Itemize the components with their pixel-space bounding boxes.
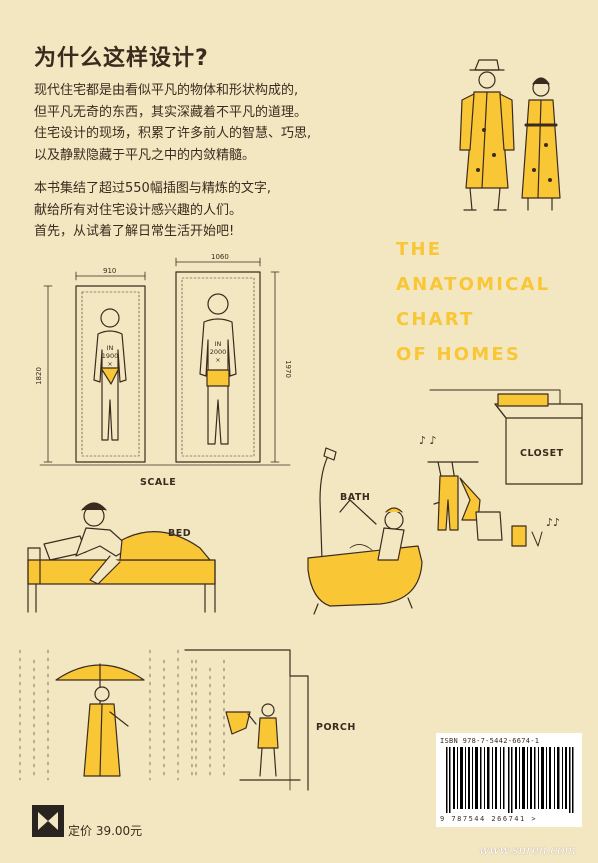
kimono-couple-illustration: [459, 59, 561, 211]
english-title: THE ANATOMICAL CHART OF HOMES: [396, 232, 550, 372]
umbrella-rain-illustration: [19, 649, 193, 781]
publisher-logo-icon: [32, 805, 64, 837]
heading: 为什么这样设计?: [34, 46, 209, 71]
scale-illustration: [39, 257, 291, 466]
paragraph-line: 以及静默隐藏于平凡之中的内敛精髓。: [34, 147, 256, 163]
barcode-icon: [446, 747, 574, 813]
height-label-left: 1820: [34, 367, 43, 385]
paragraph-line: 住宅设计的现场，积累了许多前人的智慧、巧思,: [34, 126, 312, 141]
figure-label-right: IN 2000 ×: [209, 340, 227, 364]
barcode-digits: 9 787544 266741 >: [440, 815, 538, 823]
scale-label: SCALE: [140, 477, 177, 488]
intro-paragraph-1: 现代住宅都是由看似平凡的物体和形状构成的, 但平凡无奇的东西，其实深藏着不平凡的…: [34, 80, 311, 166]
paragraph-line: 本书集结了超过550幅插图与精炼的文字,: [34, 181, 271, 196]
paragraph-line: 但平凡无奇的东西，其实深藏着不平凡的道理。: [34, 104, 308, 120]
closet-label: CLOSET: [520, 448, 564, 459]
title-line: ANATOMICAL: [396, 274, 551, 295]
price: 定价 39.00元: [68, 824, 143, 838]
bath-label: BATH: [340, 492, 371, 503]
title-line: OF HOMES: [396, 344, 522, 365]
figure-label-left: IN 1900 ×: [101, 344, 119, 368]
title-line: CHART: [396, 309, 475, 330]
isbn-text: ISBN 978-7-5442-6674-1: [440, 737, 540, 745]
intro-paragraph-2: 本书集结了超过550幅插图与精炼的文字, 献给所有对住宅设计感兴趣的人们。 首先…: [34, 178, 271, 243]
bed-label: BED: [168, 528, 192, 539]
svg-text:♪ ♪: ♪ ♪: [419, 434, 437, 447]
porch-illustration: [184, 649, 309, 791]
bed-illustration: [27, 502, 216, 613]
height-label-right: 1970: [283, 360, 292, 378]
width-label-left: 910: [103, 267, 117, 275]
closet-illustration: ♪ ♪ ♪♪: [419, 389, 583, 547]
bath-illustration: [307, 447, 423, 615]
watermark: www.snren.com: [479, 843, 576, 857]
porch-label: PORCH: [316, 722, 356, 733]
title-line: THE: [396, 239, 443, 260]
paragraph-line: 首先，从试着了解日常生活开始吧!: [34, 224, 235, 239]
isbn-barcode: ISBN 978-7-5442-6674-1: [436, 733, 582, 827]
svg-text:♪♪: ♪♪: [546, 516, 560, 529]
paragraph-line: 献给所有对住宅设计感兴趣的人们。: [34, 202, 243, 218]
width-label-right: 1060: [211, 253, 229, 261]
paragraph-line: 现代住宅都是由看似平凡的物体和形状构成的,: [34, 83, 299, 98]
